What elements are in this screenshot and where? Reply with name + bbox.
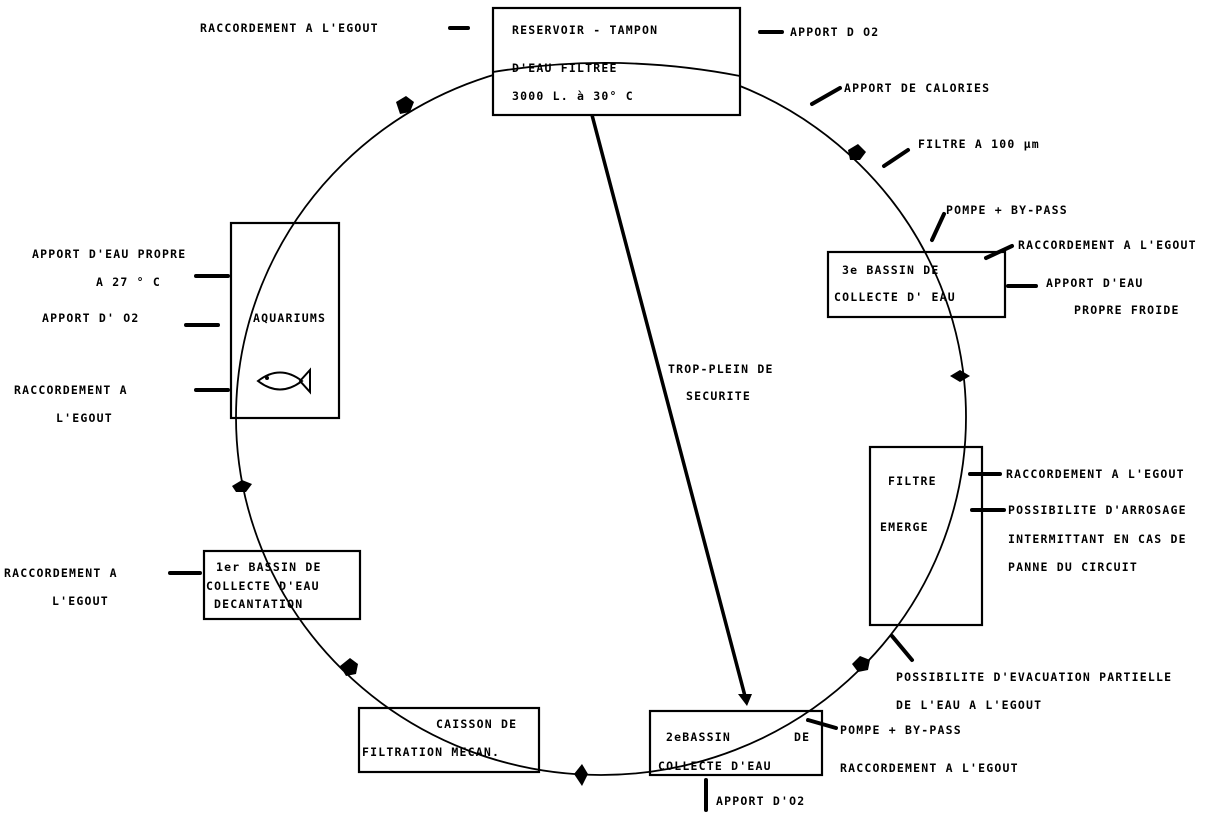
evacuation-label: POSSIBILITE D'EVACUATION PARTIELLE	[896, 670, 1172, 684]
sprinkling-label: POSSIBILITE D'ARROSAGE	[1008, 503, 1187, 517]
flow-marker	[340, 658, 358, 676]
caisson-label: CAISSON DE	[436, 717, 517, 731]
basin-2-label: COLLECTE D'EAU	[658, 759, 772, 773]
reservoir-label: D'EAU FILTREE	[512, 61, 618, 75]
evacuation-label: DE L'EAU A L'EGOUT	[896, 698, 1042, 712]
aquarium-water-label: A 27 ° C	[96, 275, 161, 289]
calories-label: APPORT DE CALORIES	[844, 81, 990, 95]
basin-2-o2-label: APPORT D'O2	[716, 794, 805, 808]
filter-label: FILTRE	[888, 474, 937, 488]
overflow-label: SECURITE	[686, 389, 751, 403]
aquariums-box: AQUARIUMS	[229, 221, 341, 420]
basin-2-label: DE	[794, 730, 810, 744]
basin-3-water-label: PROPRE FROIDE	[1074, 303, 1180, 317]
pump-bypass-label: POMPE + BY-PASS	[840, 723, 962, 737]
flow-marker	[848, 144, 866, 160]
flow-marker	[396, 96, 414, 114]
basin-1-label: 1er BASSIN DE	[216, 560, 322, 574]
aquarium-o2-label: APPORT D' O2	[42, 311, 139, 325]
basin-1-label: COLLECTE D'EAU	[206, 579, 320, 593]
mechanical-filtration-box: CAISSON DE FILTRATION MECAN.	[357, 706, 541, 774]
flow-marker	[852, 656, 870, 672]
caisson-label: FILTRATION MECAN.	[362, 745, 500, 759]
overflow-label: TROP-PLEIN DE	[668, 362, 774, 376]
basin-1-egout-label: RACCORDEMENT A	[4, 566, 118, 580]
basin-1-box: 1er BASSIN DE COLLECTE D'EAU DECANTATION	[202, 549, 362, 621]
pump-bypass-label: POMPE + BY-PASS	[946, 203, 1068, 217]
overflow-arrow-icon	[738, 694, 752, 706]
filter-egout-label: RACCORDEMENT A L'EGOUT	[1006, 467, 1185, 481]
reservoir-box: RESERVOIR - TAMPON D'EAU FILTREE 3000 L.…	[491, 6, 742, 117]
flow-marker	[950, 370, 970, 382]
arrow-in-icon	[810, 86, 842, 106]
fish-icon	[256, 367, 311, 395]
sprinkling-label: PANNE DU CIRCUIT	[1008, 560, 1138, 574]
reservoir-o2-label: APPORT D O2	[790, 25, 879, 39]
basin-1-label: DECANTATION	[214, 597, 303, 611]
basin-3-label: COLLECTE D' EAU	[834, 290, 956, 304]
flow-marker	[232, 480, 252, 492]
filter-100-label: FILTRE A 100 µm	[918, 137, 1040, 151]
basin-1-egout-label: L'EGOUT	[52, 594, 109, 608]
reservoir-label: 3000 L. à 30° C	[512, 89, 634, 103]
basin-2-label: 2eBASSIN	[666, 730, 731, 744]
filter-label: EMERGE	[880, 520, 929, 534]
arrow-in-icon	[930, 212, 946, 242]
arrow-in-icon	[882, 148, 910, 168]
aquarium-water-label: APPORT D'EAU PROPRE	[32, 247, 186, 261]
aquarium-egout-label: L'EGOUT	[56, 411, 113, 425]
basin-2-egout-label: RACCORDEMENT A L'EGOUT	[840, 761, 1019, 775]
emerged-filter-box: FILTRE EMERGE	[868, 445, 984, 627]
flow-markers	[232, 96, 970, 786]
basin-3-water-label: APPORT D'EAU	[1046, 276, 1143, 290]
arrow-in-icon	[806, 718, 838, 730]
reservoir-label: RESERVOIR - TAMPON	[512, 23, 658, 37]
basin-2-box: 2eBASSIN DE COLLECTE D'EAU	[648, 709, 824, 777]
aquarium-egout-label: RACCORDEMENT A	[14, 383, 128, 397]
reservoir-egout-label: RACCORDEMENT A L'EGOUT	[200, 21, 379, 35]
arrow-out-icon	[890, 634, 914, 662]
overflow-pipe	[590, 114, 748, 701]
sprinkling-label: INTERMITTANT EN CAS DE	[1008, 532, 1187, 546]
aquariums-label: AQUARIUMS	[253, 311, 326, 325]
basin-3-label: 3e BASSIN DE	[842, 263, 939, 277]
basin-3-box: 3e BASSIN DE COLLECTE D' EAU	[826, 250, 1007, 319]
flow-marker	[574, 764, 588, 786]
arrow-out-icon	[984, 244, 1014, 260]
basin-3-egout-label: RACCORDEMENT A L'EGOUT	[1018, 238, 1197, 252]
